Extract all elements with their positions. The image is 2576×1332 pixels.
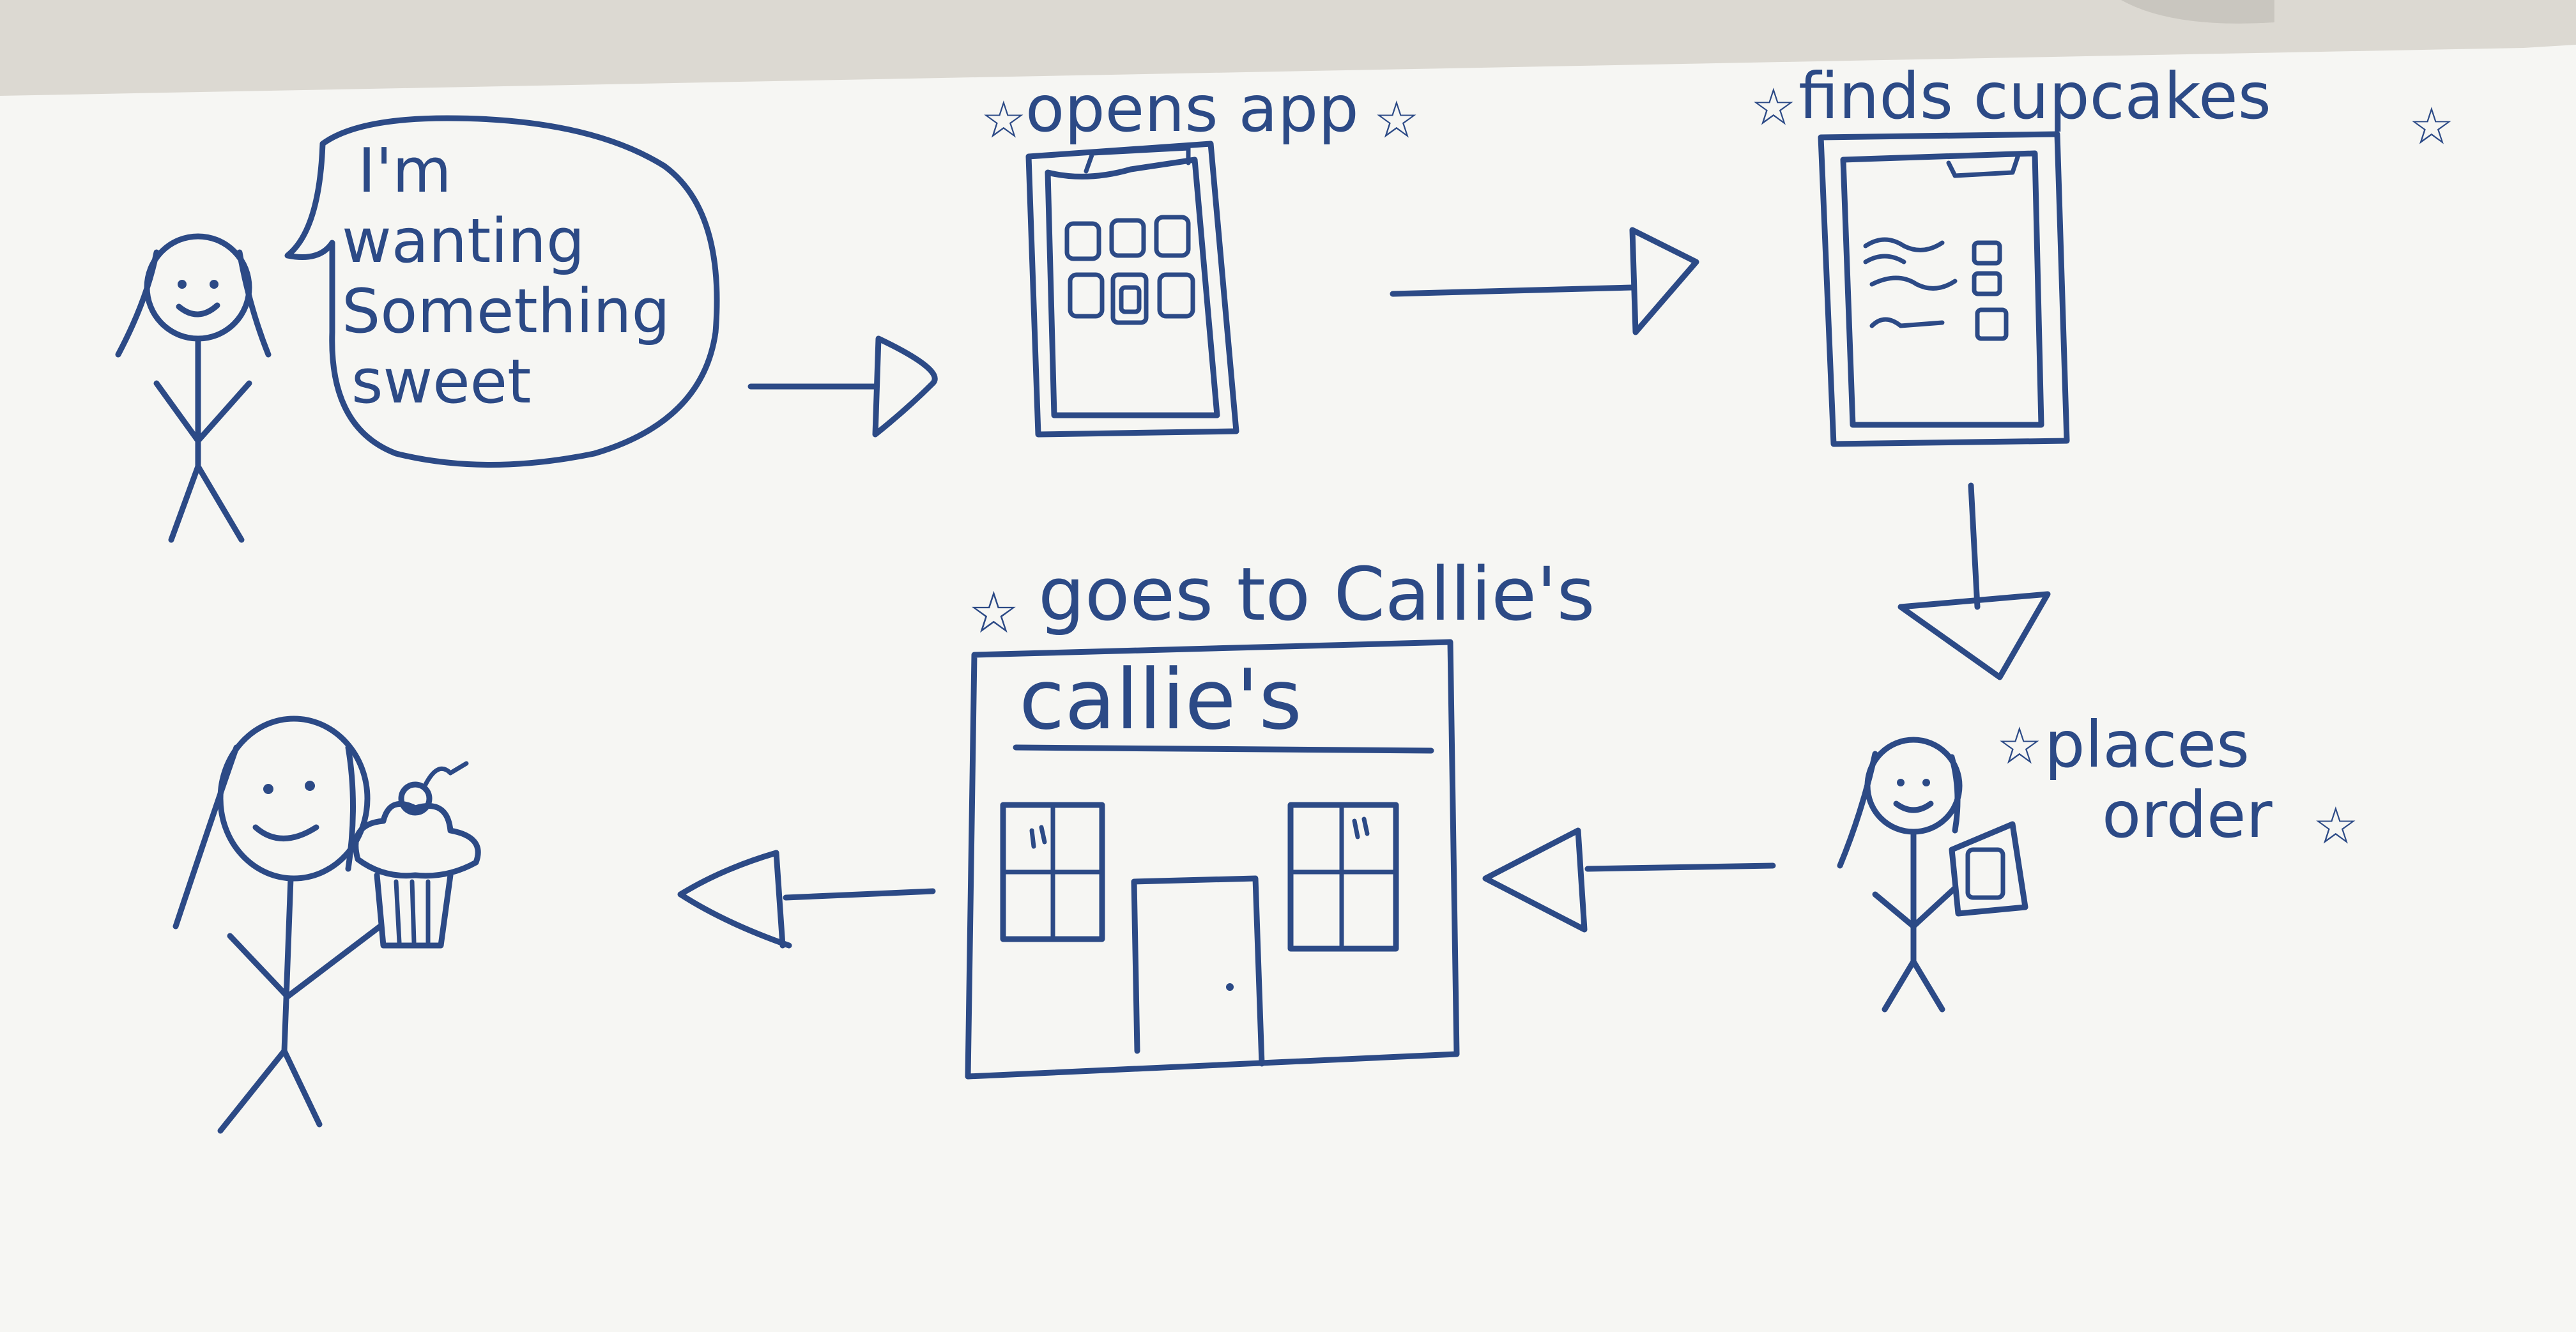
eye-right [1922, 779, 1930, 786]
eye-right [210, 280, 218, 289]
places-order-label-line-2: order [2102, 777, 2273, 852]
table-corner [2121, 0, 2274, 24]
goes-to-callies-label: goes to Callie's [1038, 552, 1595, 638]
door-knob [1226, 983, 1234, 991]
bubble-line-4: sweet [351, 347, 531, 417]
star-icon: ☆ [2313, 796, 2359, 855]
eye-left [1897, 779, 1905, 786]
eye-left [263, 784, 273, 794]
bubble-line-3: Something [342, 277, 670, 347]
finds-cupcakes-label: finds cupcakes [1798, 59, 2271, 134]
eye-left [178, 280, 187, 289]
star-icon: ☆ [1751, 77, 1797, 137]
star-icon: ☆ [981, 90, 1027, 149]
sign-underline [1016, 747, 1431, 751]
star-icon: ☆ [1997, 716, 2043, 776]
bubble-line-2: wanting [342, 206, 585, 277]
bubble-line-1: I'm [358, 136, 452, 206]
eye-right [305, 781, 315, 791]
opens-app-label: opens app [1025, 72, 1359, 146]
star-icon: ☆ [2409, 96, 2455, 156]
store-sign: callie's [1019, 651, 1302, 748]
places-order-label-line-1: places [2044, 707, 2250, 782]
star-icon: ☆ [968, 579, 1020, 647]
star-icon: ☆ [1374, 90, 1420, 149]
